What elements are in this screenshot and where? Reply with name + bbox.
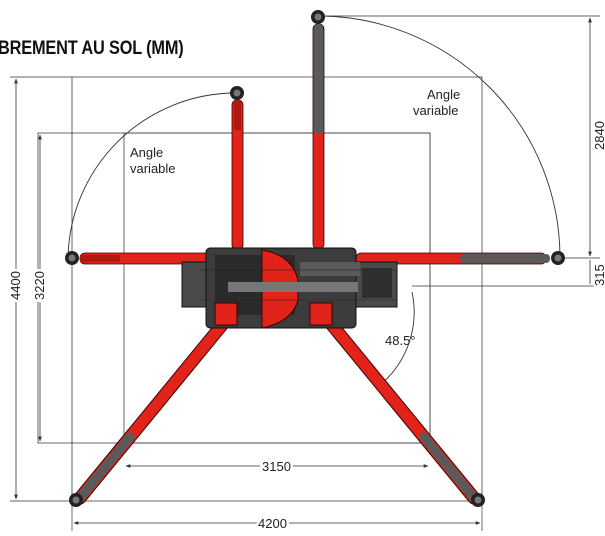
right-outrigger [355, 251, 565, 265]
angle-variable-right-line1: Angle [427, 87, 460, 102]
right-vertical-outrigger [311, 10, 325, 250]
left-vertical-outrigger [230, 86, 244, 251]
angle-variable-left-line1: Angle [130, 145, 163, 160]
dim-3220-label: 3220 [32, 271, 47, 300]
rear-angle-arc [379, 291, 415, 386]
dim-3150-label: 3150 [262, 459, 291, 474]
right-swing-arc [317, 15, 561, 259]
angle-variable-left-line2: variable [130, 161, 176, 176]
page-title: BREMENT AU SOL (MM) [0, 38, 184, 59]
dim-4200-label: 4200 [258, 516, 287, 531]
rear-angle-label: 48.5° [385, 333, 416, 348]
dim-2840-label: 2840 [592, 121, 605, 150]
outer-footprint-rect [71, 76, 483, 502]
angle-variable-right-line2: variable [413, 103, 459, 118]
dim-315-label: 315 [592, 264, 605, 286]
rear-left-outrigger [69, 318, 229, 507]
left-outrigger [65, 251, 231, 265]
machine-chassis [181, 247, 398, 329]
left-swing-arc [67, 92, 237, 259]
rear-right-outrigger [325, 318, 485, 507]
dim-4400-label: 4400 [8, 271, 23, 300]
